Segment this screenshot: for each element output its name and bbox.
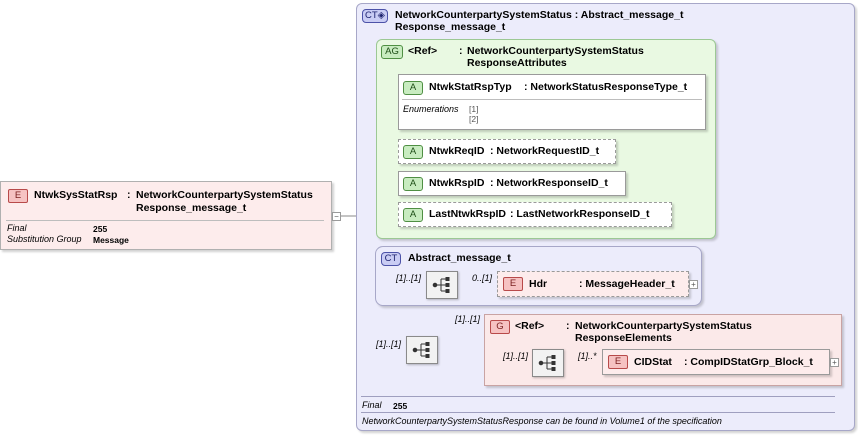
root-prop-final-key: Final xyxy=(7,223,27,233)
root-collapse-toggle[interactable]: − xyxy=(332,212,341,221)
sequence-icon xyxy=(538,355,556,371)
main-footer-divider-2 xyxy=(361,412,835,413)
hdr-name: Hdr xyxy=(529,278,548,290)
hdr-multiplicity: 0..[1] xyxy=(472,273,493,283)
element-hdr[interactable]: E Hdr : MessageHeader_t xyxy=(497,271,689,297)
attribute-divider xyxy=(402,99,702,100)
group-sequence-compositor[interactable] xyxy=(406,336,438,364)
main-footer-note: NetworkCounterpartySystemStatusResponse … xyxy=(362,416,722,426)
attribute-ntwkreqid[interactable]: A NtwkReqID : NetworkRequestID_t xyxy=(398,139,616,164)
root-element-sep: : xyxy=(127,189,131,201)
cidstat-multiplicity: [1]..* xyxy=(578,351,597,361)
attribute-type: : NetworkStatusResponseType_t xyxy=(524,81,688,93)
complex-type-title-line2: Response_message_t xyxy=(395,21,506,33)
element-badge: E xyxy=(503,277,523,291)
cidstat-expand-toggle[interactable]: + xyxy=(830,358,839,367)
root-element-box[interactable]: E NtwkSysStatRsp : NetworkCounterpartySy… xyxy=(0,181,332,250)
group-sep: : xyxy=(566,320,570,332)
attribute-name: NtwkStatRspTyp xyxy=(429,81,512,93)
root-prop-final-value: 255 xyxy=(93,224,108,234)
root-divider xyxy=(6,220,324,221)
main-footer-divider xyxy=(361,396,835,397)
main-final-key: Final xyxy=(362,400,382,410)
hdr-type: : MessageHeader_t xyxy=(579,278,675,290)
element-cidstat[interactable]: E CIDStat : CompIDStatGrp_Block_t xyxy=(602,349,830,375)
attribute-name: NtwkRspID xyxy=(429,177,485,189)
attribute-type: : NetworkResponseID_t xyxy=(490,177,608,189)
group-name: <Ref> xyxy=(515,320,545,332)
main-final-value: 255 xyxy=(393,401,408,411)
enum-value-1: [1] xyxy=(469,104,479,114)
abstract-badge: CT xyxy=(381,252,401,266)
group-type-line2: ResponseElements xyxy=(575,332,672,344)
hdr-expand-toggle[interactable]: + xyxy=(689,280,698,289)
attribute-name: NtwkReqID xyxy=(429,145,485,157)
cidstat-name: CIDStat xyxy=(634,356,672,368)
enum-value-2: [2] xyxy=(469,114,479,124)
attribute-group-type-line2: ResponseAttributes xyxy=(467,57,567,69)
group-inner-seq-multiplicity: [1]..[1] xyxy=(503,351,529,361)
sequence-icon xyxy=(412,342,430,358)
complex-type-title-line1: NetworkCounterpartySystemStatus : Abstra… xyxy=(395,9,684,21)
attribute-badge: A xyxy=(403,177,423,191)
attribute-group-type-line1: NetworkCounterpartySystemStatus xyxy=(467,45,644,57)
attribute-group-sep: : xyxy=(459,45,463,57)
attribute-group-badge: AG xyxy=(381,45,403,59)
root-element-name: NtwkSysStatRsp xyxy=(34,189,118,201)
attribute-ntwkstatrsptyp[interactable]: A NtwkStatRspTyp : NetworkStatusResponse… xyxy=(398,74,706,130)
attribute-type: : LastNetworkResponseID_t xyxy=(510,208,650,220)
attribute-badge: A xyxy=(403,145,423,159)
group-badge: G xyxy=(490,320,510,334)
attribute-badge: A xyxy=(403,208,423,222)
element-badge: E xyxy=(8,189,28,203)
enumerations-label: Enumerations xyxy=(403,104,459,114)
attribute-group-name: <Ref> xyxy=(408,45,438,57)
attribute-name: LastNtwkRspID xyxy=(429,208,507,220)
element-badge: E xyxy=(608,355,628,369)
abstract-title: Abstract_message_t xyxy=(408,252,511,264)
group-outer-multiplicity: [1]..[1] xyxy=(455,314,481,324)
group-type-line1: NetworkCounterpartySystemStatus xyxy=(575,320,752,332)
root-element-type-line1: NetworkCounterpartySystemStatus xyxy=(136,189,313,201)
attribute-ntwkrspid[interactable]: A NtwkRspID : NetworkResponseID_t xyxy=(398,171,626,196)
abstract-seq-multiplicity: [1]..[1] xyxy=(396,273,422,283)
abstract-sequence-compositor[interactable] xyxy=(426,271,458,299)
group-inner-sequence-compositor[interactable] xyxy=(532,349,564,377)
group-seq-multiplicity: [1]..[1] xyxy=(376,339,402,349)
attribute-lastntwkrspid[interactable]: A LastNtwkRspID : LastNetworkResponseID_… xyxy=(398,202,672,227)
sequence-icon xyxy=(432,277,450,293)
root-element-type-line2: Response_message_t xyxy=(136,202,247,214)
root-prop-subst-key: Substitution Group xyxy=(7,234,82,244)
attribute-badge: A xyxy=(403,81,423,95)
complex-type-badge: CT◈ xyxy=(362,9,388,23)
attribute-type: : NetworkRequestID_t xyxy=(490,145,600,157)
root-prop-subst-value: Message xyxy=(93,235,129,245)
cidstat-type: : CompIDStatGrp_Block_t xyxy=(684,356,813,368)
